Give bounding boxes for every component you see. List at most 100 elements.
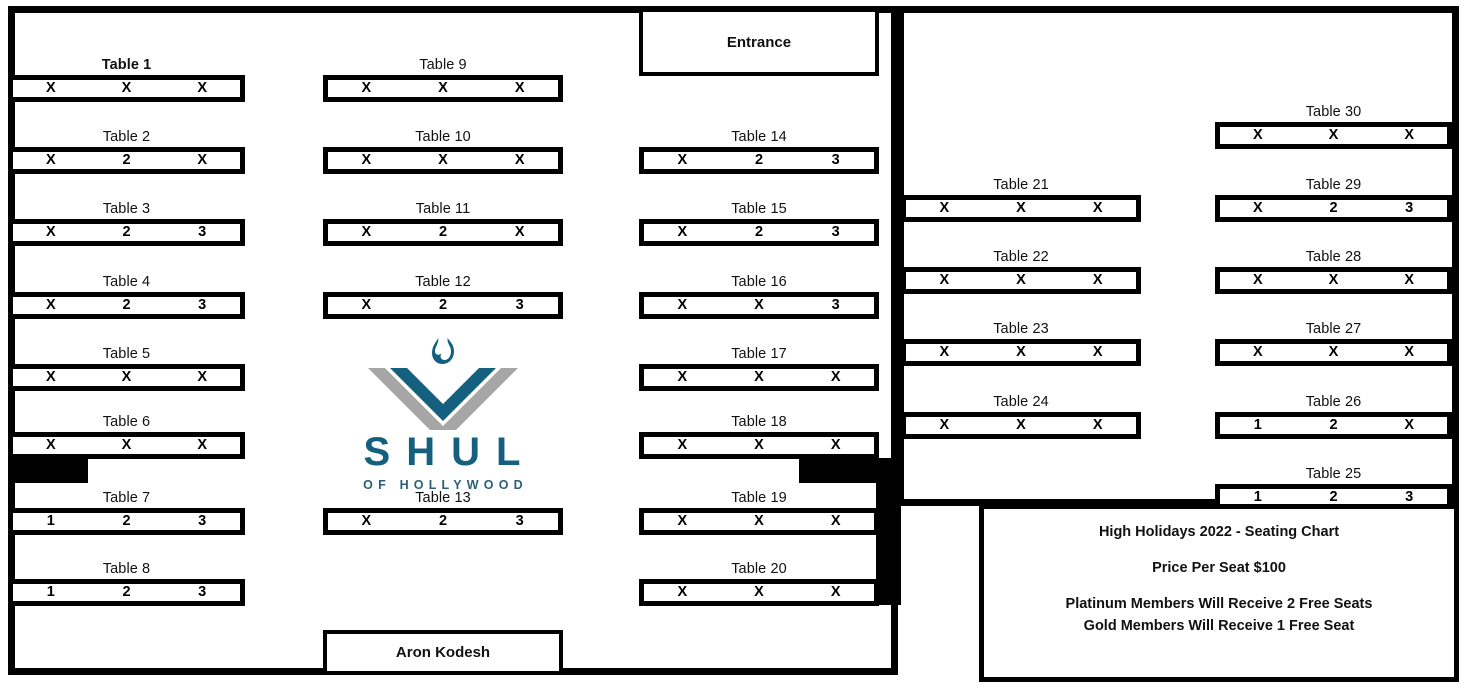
table-18-seat-1[interactable]: X: [677, 437, 688, 454]
table-11-seat-3[interactable]: X: [514, 224, 525, 241]
table-22-seat-3[interactable]: X: [1092, 272, 1103, 289]
table-26-seat-2[interactable]: 2: [1329, 417, 1338, 434]
table-15-seats[interactable]: X 2 3: [639, 219, 879, 246]
table-unit-7[interactable]: Table 7 1 2 3: [8, 488, 245, 535]
table-4-seat-1[interactable]: X: [46, 297, 56, 314]
table-13-seats[interactable]: X 2 3: [323, 508, 563, 535]
table-unit-19[interactable]: Table 19 X X X: [639, 488, 879, 535]
table-7-seat-2[interactable]: 2: [122, 513, 131, 530]
table-unit-15[interactable]: Table 15 X 2 3: [639, 199, 879, 246]
table-26-seat-1[interactable]: 1: [1253, 417, 1262, 434]
table-2-seat-3[interactable]: X: [197, 152, 208, 169]
table-unit-23[interactable]: Table 23 X X X: [901, 319, 1141, 366]
table-4-seat-2[interactable]: 2: [122, 297, 131, 314]
table-19-seat-3[interactable]: X: [830, 513, 841, 530]
table-2-seats[interactable]: X 2 X: [8, 147, 245, 174]
table-19-seat-1[interactable]: X: [677, 513, 688, 530]
table-22-seats[interactable]: X X X: [901, 267, 1141, 294]
table-unit-4[interactable]: Table 4 X 2 3: [8, 272, 245, 319]
table-29-seats[interactable]: X 2 3: [1215, 195, 1452, 222]
table-6-seat-2[interactable]: X: [121, 437, 132, 454]
table-15-seat-2[interactable]: 2: [754, 224, 764, 241]
table-unit-30[interactable]: Table 30 X X X: [1215, 102, 1452, 149]
table-27-seats[interactable]: X X X: [1215, 339, 1452, 366]
table-10-seats[interactable]: X X X: [323, 147, 563, 174]
table-unit-29[interactable]: Table 29 X 2 3: [1215, 175, 1452, 222]
table-12-seats[interactable]: X 2 3: [323, 292, 563, 319]
table-21-seat-2[interactable]: X: [1016, 200, 1026, 217]
table-13-seat-2[interactable]: 2: [438, 513, 448, 530]
table-unit-9[interactable]: Table 9 X X X: [323, 55, 563, 102]
table-9-seat-1[interactable]: X: [361, 80, 372, 97]
table-28-seats[interactable]: X X X: [1215, 267, 1452, 294]
table-3-seat-2[interactable]: 2: [122, 224, 131, 241]
table-12-seat-3[interactable]: 3: [515, 297, 524, 314]
table-10-seat-3[interactable]: X: [514, 152, 525, 169]
table-2-seat-1[interactable]: X: [46, 152, 56, 169]
table-11-seat-2[interactable]: 2: [438, 224, 448, 241]
table-1-seat-1[interactable]: X: [46, 80, 56, 97]
table-5-seats[interactable]: X X X: [8, 364, 245, 391]
table-unit-28[interactable]: Table 28 X X X: [1215, 247, 1452, 294]
table-unit-21[interactable]: Table 21 X X X: [901, 175, 1141, 222]
table-5-seat-3[interactable]: X: [197, 369, 208, 386]
table-unit-13[interactable]: Table 13 X 2 3: [323, 488, 563, 535]
table-5-seat-2[interactable]: X: [121, 369, 132, 386]
table-unit-1[interactable]: Table 1 X X X: [8, 55, 245, 102]
table-10-seat-1[interactable]: X: [361, 152, 372, 169]
table-23-seat-3[interactable]: X: [1092, 344, 1103, 361]
table-11-seats[interactable]: X 2 X: [323, 219, 563, 246]
table-14-seat-1[interactable]: X: [677, 152, 688, 169]
table-19-seat-2[interactable]: X: [754, 513, 764, 530]
table-10-seat-2[interactable]: X: [438, 152, 448, 169]
table-unit-14[interactable]: Table 14 X 2 3: [639, 127, 879, 174]
table-unit-3[interactable]: Table 3 X 2 3: [8, 199, 245, 246]
table-19-seats[interactable]: X X X: [639, 508, 879, 535]
table-12-seat-2[interactable]: 2: [438, 297, 448, 314]
table-28-seat-2[interactable]: X: [1328, 272, 1339, 289]
table-7-seat-3[interactable]: 3: [198, 513, 207, 530]
table-18-seat-3[interactable]: X: [830, 437, 841, 454]
table-29-seat-1[interactable]: X: [1253, 200, 1263, 217]
table-28-seat-3[interactable]: X: [1404, 272, 1415, 289]
table-7-seat-1[interactable]: 1: [46, 513, 55, 530]
table-17-seat-3[interactable]: X: [830, 369, 841, 386]
table-21-seats[interactable]: X X X: [901, 195, 1141, 222]
table-7-seats[interactable]: 1 2 3: [8, 508, 245, 535]
table-9-seat-2[interactable]: X: [438, 80, 448, 97]
table-30-seat-2[interactable]: X: [1328, 127, 1339, 144]
table-21-seat-3[interactable]: X: [1092, 200, 1103, 217]
table-8-seat-1[interactable]: 1: [46, 584, 55, 601]
table-unit-20[interactable]: Table 20 X X X: [639, 559, 879, 606]
entrance-box[interactable]: Entrance: [639, 8, 879, 76]
table-6-seat-3[interactable]: X: [197, 437, 208, 454]
table-27-seat-2[interactable]: X: [1328, 344, 1339, 361]
table-20-seat-1[interactable]: X: [677, 584, 688, 601]
table-unit-6[interactable]: Table 6 X X X: [8, 412, 245, 459]
table-unit-22[interactable]: Table 22 X X X: [901, 247, 1141, 294]
table-9-seats[interactable]: X X X: [323, 75, 563, 102]
table-unit-10[interactable]: Table 10 X X X: [323, 127, 563, 174]
table-unit-24[interactable]: Table 24 X X X: [901, 392, 1141, 439]
table-unit-8[interactable]: Table 8 1 2 3: [8, 559, 245, 606]
table-24-seat-3[interactable]: X: [1092, 417, 1103, 434]
table-8-seat-3[interactable]: 3: [198, 584, 207, 601]
table-9-seat-3[interactable]: X: [514, 80, 525, 97]
table-3-seat-3[interactable]: 3: [198, 224, 207, 241]
table-17-seat-1[interactable]: X: [677, 369, 688, 386]
table-2-seat-2[interactable]: 2: [122, 152, 131, 169]
table-26-seat-3[interactable]: X: [1404, 417, 1415, 434]
table-6-seats[interactable]: X X X: [8, 432, 245, 459]
table-22-seat-2[interactable]: X: [1016, 272, 1026, 289]
table-23-seat-1[interactable]: X: [939, 344, 950, 361]
table-13-seat-3[interactable]: 3: [515, 513, 524, 530]
table-unit-16[interactable]: Table 16 X X 3: [639, 272, 879, 319]
table-1-seats[interactable]: X X X: [8, 75, 245, 102]
table-29-seat-3[interactable]: 3: [1405, 200, 1414, 217]
table-3-seat-1[interactable]: X: [46, 224, 56, 241]
table-27-seat-1[interactable]: X: [1253, 344, 1263, 361]
table-3-seats[interactable]: X 2 3: [8, 219, 245, 246]
table-22-seat-1[interactable]: X: [939, 272, 950, 289]
table-26-seats[interactable]: 1 2 X: [1215, 412, 1452, 439]
table-24-seat-1[interactable]: X: [939, 417, 950, 434]
